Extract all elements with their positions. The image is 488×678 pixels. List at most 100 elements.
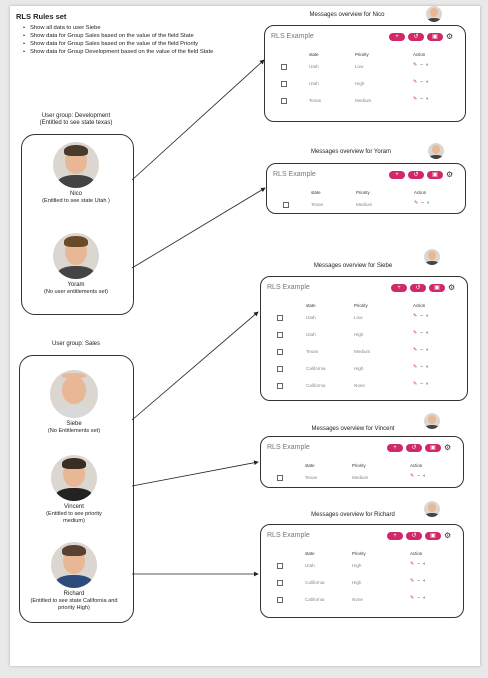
row-actions: ✎–◐	[413, 313, 429, 319]
row-actions: ✎–◐	[414, 200, 430, 206]
add-button[interactable]: +	[387, 444, 403, 452]
undo-button[interactable]: ↺	[408, 171, 424, 179]
pencil-icon[interactable]: ✎	[413, 79, 418, 85]
toggle-icon[interactable]: ◐	[425, 330, 430, 336]
toggle-icon[interactable]: ◐	[426, 200, 431, 206]
user-nico: Nico (Entitled to see state Utah )	[21, 142, 131, 205]
dash-icon: –	[420, 79, 423, 85]
gear-icon[interactable]: ⚙	[446, 32, 454, 41]
save-button[interactable]: ▣	[429, 284, 445, 292]
arrow-nico	[131, 59, 265, 181]
add-button[interactable]: +	[387, 532, 403, 540]
row-checkbox[interactable]	[283, 202, 289, 208]
toggle-icon[interactable]: ◐	[425, 313, 430, 319]
cell-state: Texas	[309, 97, 321, 103]
row-actions: ✎–◐	[413, 330, 429, 336]
column-header-state: state	[306, 303, 316, 308]
pencil-icon[interactable]: ✎	[413, 62, 418, 68]
row-checkbox[interactable]	[277, 580, 283, 586]
row-checkbox[interactable]	[277, 366, 283, 372]
row-actions: ✎–◐	[413, 364, 429, 370]
toggle-icon[interactable]: ◐	[425, 62, 430, 68]
avatar	[51, 455, 97, 501]
panel-toolbar: +↺▣⚙	[387, 532, 451, 540]
row-checkbox[interactable]	[277, 315, 283, 321]
column-header-state: state	[309, 52, 319, 57]
cell-priority: High	[354, 331, 364, 337]
pencil-icon[interactable]: ✎	[413, 381, 418, 387]
gear-icon[interactable]: ⚙	[448, 283, 456, 292]
panel-title: Messages overview for Vincent	[311, 426, 395, 432]
row-checkbox[interactable]	[277, 349, 283, 355]
pencil-icon[interactable]: ✎	[413, 313, 418, 319]
toggle-icon[interactable]: ◐	[425, 96, 430, 102]
pencil-icon[interactable]: ✎	[413, 330, 418, 336]
save-button[interactable]: ▣	[427, 171, 443, 179]
row-checkbox[interactable]	[277, 332, 283, 338]
row-checkbox[interactable]	[281, 98, 287, 104]
user-richard: Richard (Entitled to see state Californi…	[19, 542, 129, 612]
dash-icon: –	[417, 578, 420, 584]
row-checkbox[interactable]	[277, 563, 283, 569]
add-button[interactable]: +	[389, 171, 405, 179]
save-button[interactable]: ▣	[427, 33, 443, 41]
toggle-icon[interactable]: ◐	[425, 364, 430, 370]
cell-state: Texas	[305, 474, 317, 480]
column-header-action: Action	[413, 52, 426, 57]
gear-icon[interactable]: ⚙	[444, 443, 452, 452]
toggle-icon[interactable]: ◐	[425, 347, 430, 353]
undo-button[interactable]: ↺	[408, 33, 424, 41]
save-button[interactable]: ▣	[425, 444, 441, 452]
avatar	[424, 249, 440, 265]
undo-button[interactable]: ↺	[406, 532, 422, 540]
pencil-icon[interactable]: ✎	[410, 473, 415, 479]
undo-button[interactable]: ↺	[406, 444, 422, 452]
toggle-icon[interactable]: ◐	[422, 578, 427, 584]
dash-icon: –	[420, 381, 423, 387]
row-actions: ✎–◐	[413, 347, 429, 353]
toggle-icon[interactable]: ◐	[425, 79, 430, 85]
row-actions: ✎–◐	[413, 96, 429, 102]
pencil-icon[interactable]: ✎	[413, 96, 418, 102]
cell-state: Utah	[309, 80, 319, 86]
row-actions: ✎–◐	[410, 578, 426, 584]
cell-priority: None	[354, 382, 365, 388]
row-checkbox[interactable]	[277, 475, 283, 481]
row-checkbox[interactable]	[277, 383, 283, 389]
toggle-icon[interactable]: ◐	[422, 595, 427, 601]
pencil-icon[interactable]: ✎	[414, 200, 419, 206]
toggle-icon[interactable]: ◐	[425, 381, 430, 387]
row-checkbox[interactable]	[281, 81, 287, 87]
avatar	[426, 6, 442, 22]
arrow-siebe	[131, 311, 259, 421]
rule-item: Show data for Group Development based on…	[23, 48, 213, 56]
toggle-icon[interactable]: ◐	[422, 473, 427, 479]
toggle-icon[interactable]: ◐	[422, 561, 427, 567]
user-note: (Entitled to see state California and pr…	[30, 598, 118, 611]
pencil-icon[interactable]: ✎	[413, 364, 418, 370]
column-header-action: Action	[410, 463, 423, 468]
table-row: Texas Medium ✎–◐	[265, 95, 465, 105]
pencil-icon[interactable]: ✎	[410, 578, 415, 584]
gear-icon[interactable]: ⚙	[446, 170, 454, 179]
user-note: (No Entitlements set)	[47, 428, 101, 434]
pencil-icon[interactable]: ✎	[410, 595, 415, 601]
cell-priority: Medium	[355, 97, 372, 103]
add-button[interactable]: +	[391, 284, 407, 292]
undo-button[interactable]: ↺	[410, 284, 426, 292]
pencil-icon[interactable]: ✎	[413, 347, 418, 353]
pencil-icon[interactable]: ✎	[410, 561, 415, 567]
add-button[interactable]: +	[389, 33, 405, 41]
row-checkbox[interactable]	[281, 64, 287, 70]
column-header-priority: Priority	[355, 52, 369, 57]
panel-title: Messages overview for Yoram	[310, 149, 392, 155]
row-checkbox[interactable]	[277, 597, 283, 603]
cell-state: Utah	[305, 562, 315, 568]
save-button[interactable]: ▣	[425, 532, 441, 540]
gear-icon[interactable]: ⚙	[444, 531, 452, 540]
